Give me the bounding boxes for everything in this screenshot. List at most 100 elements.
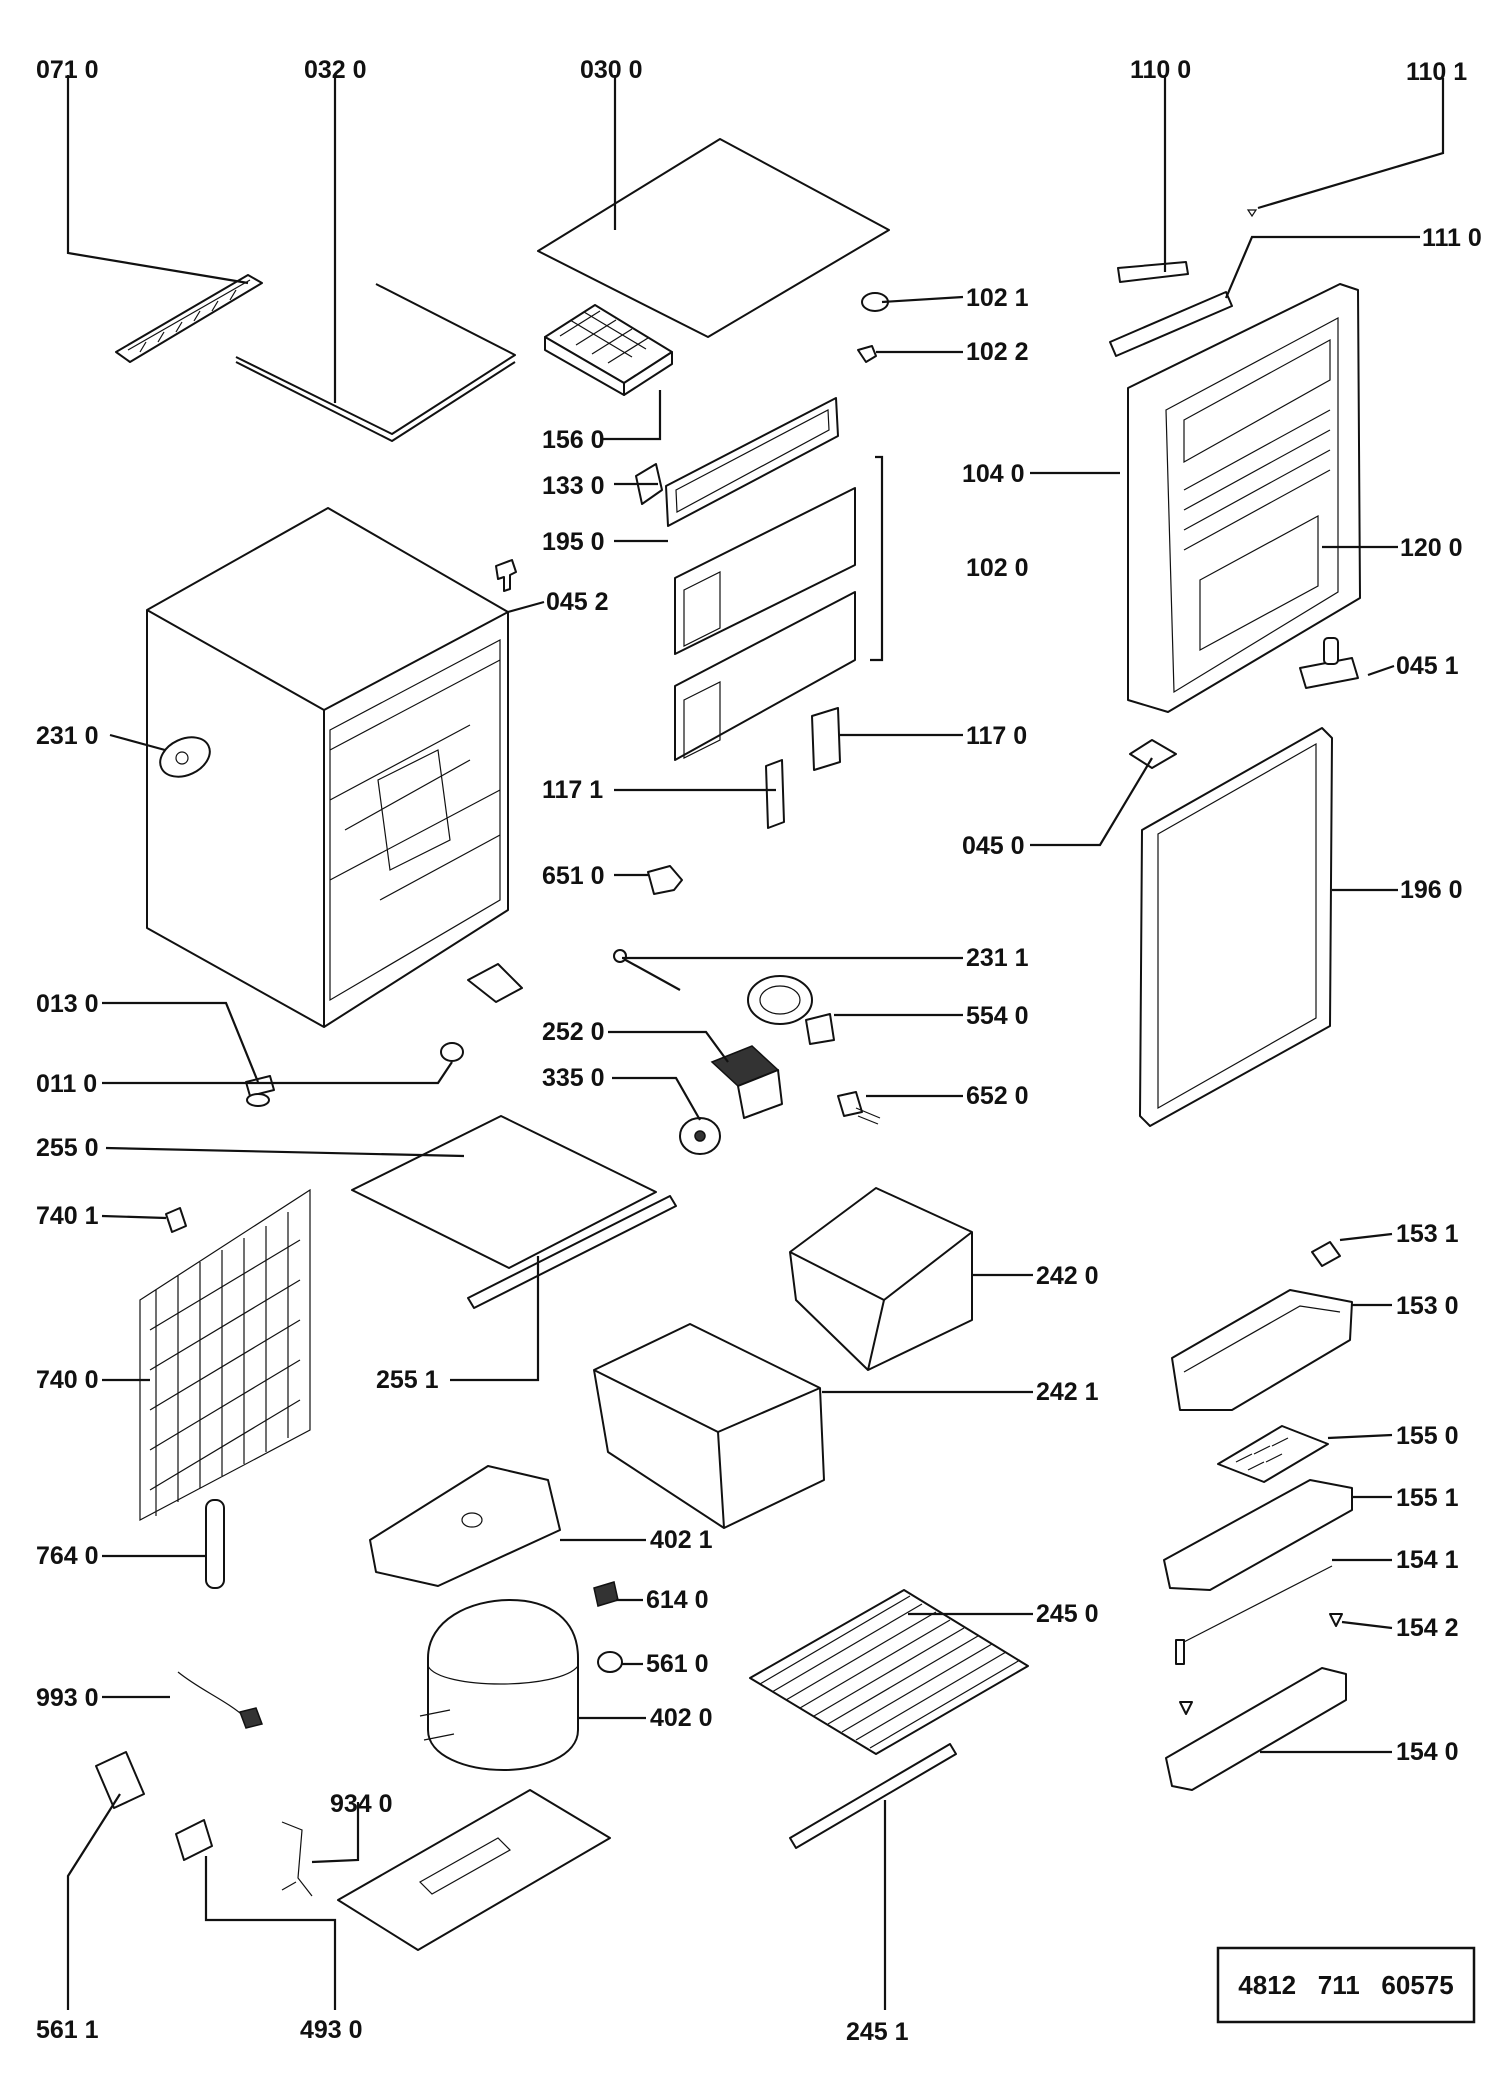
label-5540: 554 0 [966, 1002, 1029, 1030]
part-1950-drawing [665, 397, 839, 527]
label-1550: 155 0 [1396, 1422, 1459, 1450]
label-1542: 154 2 [1396, 1614, 1459, 1642]
part-1960-drawing [1139, 727, 1333, 1127]
label-1110: 111 0 [1422, 224, 1482, 252]
part-2451-drawing [789, 1743, 957, 1849]
label-1040: 104 0 [962, 460, 1025, 488]
label-0300: 030 0 [580, 56, 643, 84]
part-1530-drawing [1171, 1289, 1353, 1411]
label-0452: 045 2 [546, 588, 609, 616]
cabinet-body-drawing [146, 507, 509, 1028]
part-1170-drawing [811, 707, 841, 771]
part-1541-drawing [1175, 1565, 1333, 1665]
label-2421: 242 1 [1036, 1378, 1099, 1406]
label-0710: 071 0 [36, 56, 99, 84]
part-1020-drawing [674, 487, 856, 761]
part-5610-drawing [597, 1651, 623, 1673]
label-6510: 651 0 [542, 862, 605, 890]
label-7400: 740 0 [36, 1366, 99, 1394]
part-1171-drawing [765, 759, 785, 829]
label-1022: 102 2 [966, 338, 1029, 366]
leader-lines [66, 75, 1445, 2010]
part-4020-drawing [419, 1599, 579, 1771]
label-1100: 110 0 [1130, 56, 1191, 84]
part-6140-drawing [593, 1581, 619, 1607]
label-4020: 402 0 [650, 1704, 713, 1732]
label-5611: 561 1 [36, 2016, 99, 2044]
label-2451: 245 1 [846, 2018, 909, 2046]
part-1100-drawing [1117, 261, 1189, 283]
label-1960: 196 0 [1400, 876, 1463, 904]
label-0320: 032 0 [304, 56, 367, 84]
part-1101-drawing [1246, 209, 1258, 218]
part-1022-drawing [857, 345, 877, 363]
part-1551-drawing [1163, 1479, 1353, 1591]
part-0300-drawing [537, 138, 890, 338]
label-2520: 252 0 [542, 1018, 605, 1046]
part-1040-drawing [1127, 283, 1361, 713]
part-0450-drawing [1129, 739, 1177, 769]
part-1542-drawing [1179, 1613, 1343, 1715]
label-1560: 156 0 [542, 426, 605, 454]
label-9930: 993 0 [36, 1684, 99, 1712]
part-0320-drawing [235, 283, 516, 442]
part-labels: 071 0 032 0 030 0 110 0 110 1 111 0 102 … [36, 56, 1482, 2046]
label-1540: 154 0 [1396, 1738, 1459, 1766]
part-5540-drawing [747, 975, 835, 1045]
part-9340-drawing [281, 1821, 313, 1897]
part-0110-drawing [440, 963, 523, 1062]
label-4021: 402 1 [650, 1526, 713, 1554]
part-2310-drawing [159, 736, 211, 778]
part-1540-drawing [1165, 1667, 1347, 1791]
label-2550: 255 0 [36, 1134, 99, 1162]
part-2450-drawing [749, 1589, 1029, 1755]
label-1020: 102 0 [966, 554, 1029, 582]
label-1531: 153 1 [1396, 1220, 1459, 1248]
label-1541: 154 1 [1396, 1546, 1459, 1574]
label-1200: 120 0 [1400, 534, 1463, 562]
part-2420-drawing [789, 1187, 973, 1371]
label-9340: 934 0 [330, 1790, 393, 1818]
label-0130: 013 0 [36, 990, 99, 1018]
part-3350-drawing [679, 1117, 721, 1155]
label-4930: 493 0 [300, 2016, 363, 2044]
label-1170: 117 0 [966, 722, 1027, 750]
label-3350: 335 0 [542, 1064, 605, 1092]
part-1550-drawing [1217, 1425, 1329, 1483]
part-7401-drawing [165, 1207, 187, 1233]
label-7640: 764 0 [36, 1542, 99, 1570]
compressor-base-plate-drawing [337, 1789, 611, 1951]
label-2551: 255 1 [376, 1366, 439, 1394]
label-0451: 045 1 [1396, 652, 1459, 680]
part-6520-drawing [837, 1091, 881, 1125]
part-1110-drawing [1109, 291, 1233, 357]
part-0451-drawing [1299, 637, 1359, 689]
part-2421-drawing [593, 1323, 825, 1529]
part-7400-drawing [139, 1188, 311, 1521]
document-number-box: 4812 711 60575 [1216, 1946, 1476, 2024]
label-6140: 614 0 [646, 1586, 709, 1614]
part-0130-drawing [245, 1075, 275, 1107]
part-5611-drawing [95, 1751, 145, 1809]
part-6510-drawing [647, 865, 683, 895]
label-1330: 133 0 [542, 472, 605, 500]
label-1530: 153 0 [1396, 1292, 1459, 1320]
part-7640-drawing [205, 1499, 225, 1589]
label-0450: 045 0 [962, 832, 1025, 860]
label-1950: 195 0 [542, 528, 605, 556]
label-6520: 652 0 [966, 1082, 1029, 1110]
label-0110: 011 0 [36, 1070, 97, 1098]
label-2450: 245 0 [1036, 1600, 1099, 1628]
part-2551-drawing [467, 1195, 677, 1309]
label-5610: 561 0 [646, 1650, 709, 1678]
label-2311: 231 1 [966, 944, 1029, 972]
document-number: 4812 711 60575 [1238, 1970, 1453, 2000]
label-2310: 231 0 [36, 722, 99, 750]
label-1551: 155 1 [1396, 1484, 1459, 1512]
part-1560-drawing [544, 304, 673, 396]
part-4930-drawing [175, 1819, 213, 1861]
part-2550-drawing [351, 1115, 657, 1269]
part-2520-drawing [710, 1045, 783, 1119]
part-1531-drawing [1311, 1241, 1341, 1267]
